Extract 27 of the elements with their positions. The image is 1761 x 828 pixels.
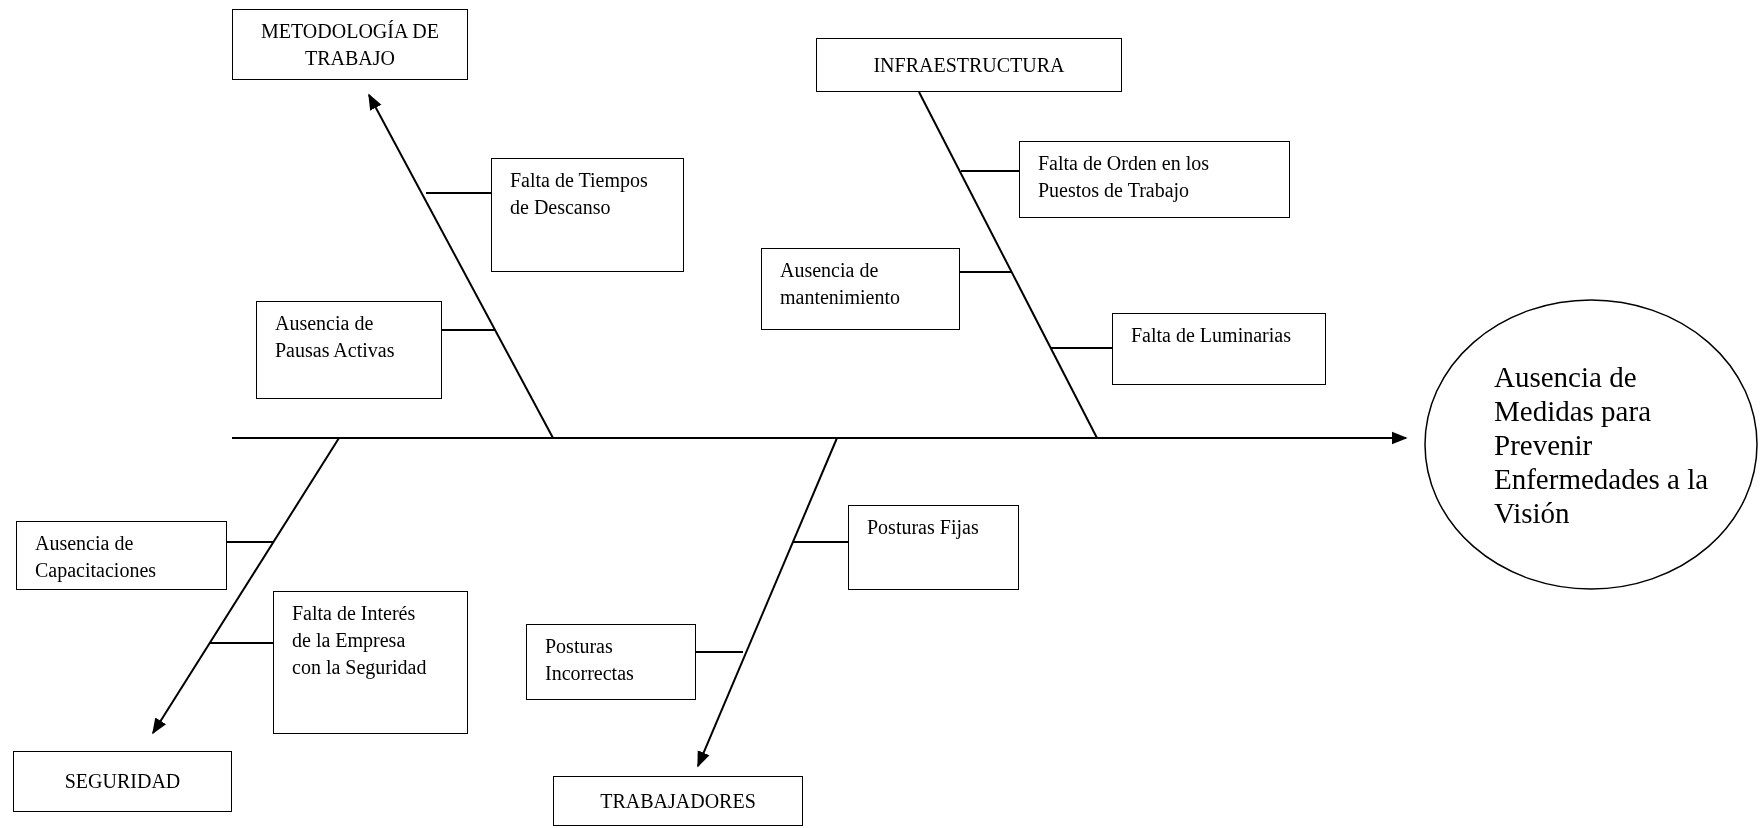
category-box: METODOLOGÍA DE TRABAJO	[232, 9, 468, 80]
category-box: SEGURIDAD	[13, 751, 232, 812]
arrow	[697, 437, 838, 768]
cause-box: Ausencia de Pausas Activas	[256, 301, 442, 399]
connector-line	[441, 329, 496, 331]
connector-line	[792, 541, 849, 543]
arrow	[231, 431, 1408, 445]
connector-line	[1050, 347, 1113, 349]
cause-box: Falta de Orden en los Puestos de Trabajo	[1019, 141, 1290, 218]
cause-box: Posturas Incorrectas	[526, 624, 696, 700]
connector-line	[695, 651, 744, 653]
connector-line	[425, 192, 492, 194]
connector-line	[959, 271, 1013, 273]
category-box: TRABAJADORES	[553, 776, 803, 826]
connector-line	[226, 541, 274, 543]
effect-ellipse: Ausencia de Medidas para Prevenir Enfermedades a la Visión	[1424, 299, 1758, 590]
cause-box: Ausencia de Capacitaciones	[16, 521, 227, 590]
category-box: INFRAESTRUCTURA	[816, 38, 1122, 92]
arrow	[368, 93, 554, 439]
cause-box: Falta de Interés de la Empresa con la Seguridad	[273, 591, 468, 734]
arrow	[152, 437, 340, 735]
cause-box: Ausencia de mantenimiento	[761, 248, 960, 330]
connector-line	[209, 642, 274, 644]
connector-line	[960, 170, 1020, 172]
cause-box: Posturas Fijas	[848, 505, 1019, 590]
cause-box: Falta de Tiempos de Descanso	[491, 158, 684, 272]
cause-box: Falta de Luminarias	[1112, 313, 1326, 385]
